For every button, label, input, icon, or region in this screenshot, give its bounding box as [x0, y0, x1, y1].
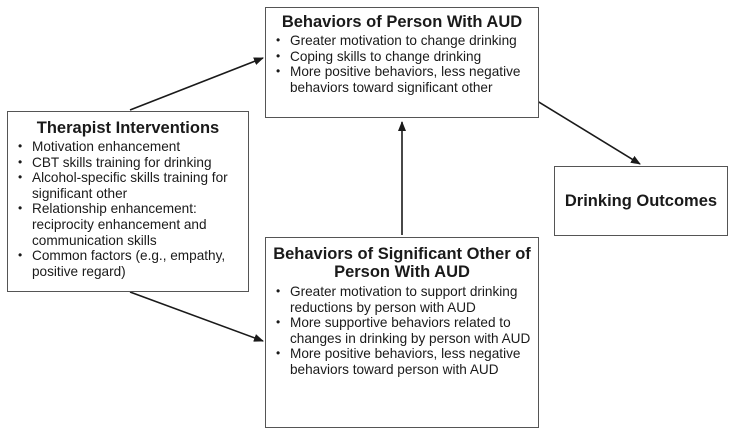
drinking-outcomes-box: Drinking Outcomes [554, 166, 728, 236]
list-item: Common factors (e.g., empathy, positive … [14, 248, 242, 279]
significant-other-behaviors-list: Greater motivation to support drinking r… [272, 284, 532, 378]
significant-other-behaviors-box: Behaviors of Significant Other of Person… [265, 237, 539, 428]
aud-behaviors-list: Greater motivation to change drinking Co… [272, 33, 532, 95]
aud-behaviors-title: Behaviors of Person With AUD [281, 13, 523, 31]
list-item: Alcohol-specific skills training for sig… [14, 170, 242, 201]
drinking-outcomes-title: Drinking Outcomes [564, 192, 718, 210]
significant-other-behaviors-title: Behaviors of Significant Other of Person… [273, 245, 531, 281]
therapist-interventions-list: Motivation enhancement CBT skills traini… [14, 139, 242, 279]
list-item: Greater motivation to support drinking r… [272, 284, 532, 315]
list-item: Motivation enhancement [14, 139, 242, 155]
list-item: Coping skills to change drinking [272, 49, 532, 65]
arrow-interventions-to-so [129, 291, 264, 342]
arrow-interventions-to-aud [129, 57, 264, 111]
list-item: More supportive behaviors related to cha… [272, 315, 532, 346]
list-item: CBT skills training for drinking [14, 155, 242, 171]
therapist-interventions-title: Therapist Interventions [36, 119, 220, 137]
therapist-interventions-box: Therapist Interventions Motivation enhan… [7, 111, 249, 292]
list-item: More positive behaviors, less negative b… [272, 64, 532, 95]
aud-behaviors-box: Behaviors of Person With AUD Greater mot… [265, 7, 539, 118]
list-item: Greater motivation to change drinking [272, 33, 532, 49]
list-item: Relationship enhancement: reciprocity en… [14, 201, 242, 248]
list-item: More positive behaviors, less negative b… [272, 346, 532, 377]
